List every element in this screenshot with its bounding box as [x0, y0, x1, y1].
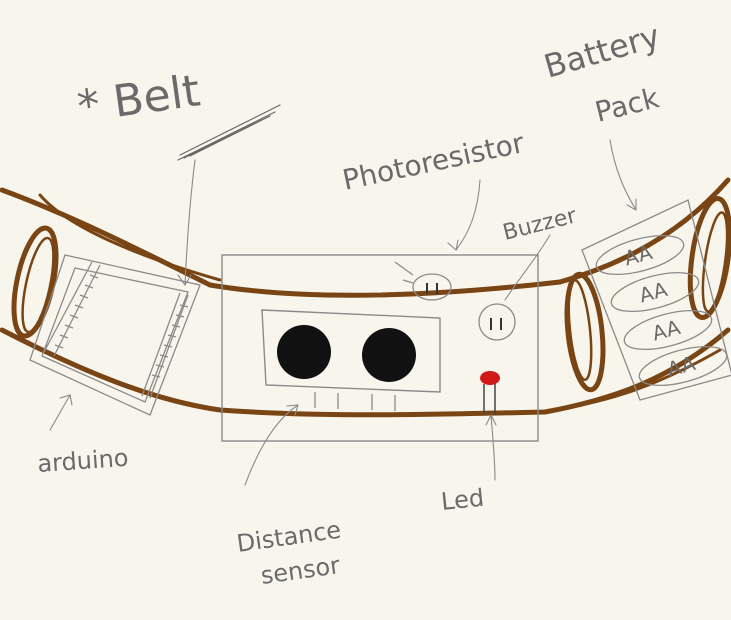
ultrasonic-eye-right: [362, 328, 416, 382]
ultrasonic-eye-left: [277, 325, 331, 379]
label-led: Led: [440, 484, 486, 516]
